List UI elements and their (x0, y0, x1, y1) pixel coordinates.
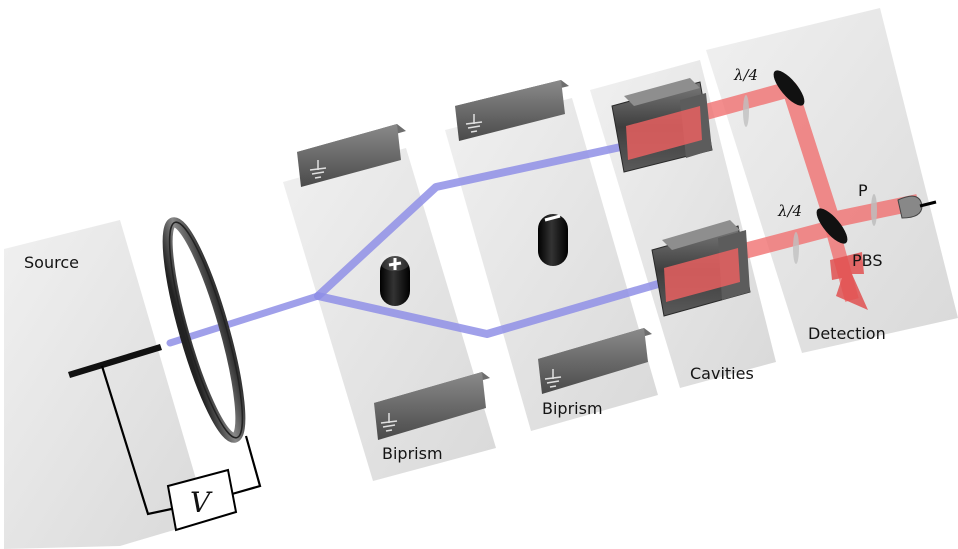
ground-electrode-bottom-right (538, 328, 652, 394)
pbs-label: PBS (852, 251, 883, 270)
quarter-wave-plate-bottom (793, 232, 799, 264)
source-label: Source (24, 253, 79, 272)
electron-beam-lower-path (314, 278, 669, 338)
lens-ring (162, 217, 246, 443)
quarter-wave-plate-top (743, 95, 749, 127)
quarter-wave-top-label: λ/4 (733, 66, 758, 84)
plus-charge-icon (388, 258, 402, 270)
voltage-circuit (100, 365, 262, 516)
quarter-wave-bottom-label: λ/4 (777, 202, 802, 220)
biprism-wire-positive (380, 253, 410, 306)
cavities-label: Cavities (690, 364, 754, 383)
ground-symbol-icon (380, 413, 398, 432)
labels: Source Biprism Biprism Cavities Detectio… (24, 66, 886, 463)
biprism-right-label: Biprism (542, 399, 603, 418)
minus-charge-icon (544, 214, 561, 222)
wire-left (100, 365, 177, 516)
ground-electrode-top-right (455, 80, 569, 141)
ground-electrode-top-left (297, 124, 406, 187)
ground-symbol-icon (465, 114, 483, 133)
pbs-cube (816, 208, 848, 244)
cavity-bottom (651, 220, 751, 317)
electron-beam (166, 141, 669, 347)
ground-symbol-icon (544, 369, 562, 388)
source-panel (4, 220, 208, 549)
source-emitter (68, 344, 162, 378)
wire-right (231, 435, 262, 496)
voltage-box: V (166, 468, 238, 532)
polarizer-label: P (858, 181, 868, 200)
biprism-wire-negative (538, 214, 568, 266)
panels (4, 8, 958, 549)
electron-beam-upper-path (314, 141, 634, 300)
optics (743, 70, 937, 264)
mirror-top (773, 70, 805, 106)
ground-electrodes (297, 80, 652, 440)
biprism-left-label: Biprism (382, 444, 443, 463)
electron-beam-incoming (166, 292, 322, 347)
detector (897, 195, 937, 219)
voltage-label: V (190, 486, 213, 519)
ground-electrode-bottom-left (374, 372, 490, 440)
polarizer (871, 194, 877, 226)
detection-label: Detection (808, 324, 886, 343)
cavity-top (611, 78, 713, 173)
ground-symbol-icon (309, 160, 327, 179)
detection-arrow (830, 252, 868, 310)
